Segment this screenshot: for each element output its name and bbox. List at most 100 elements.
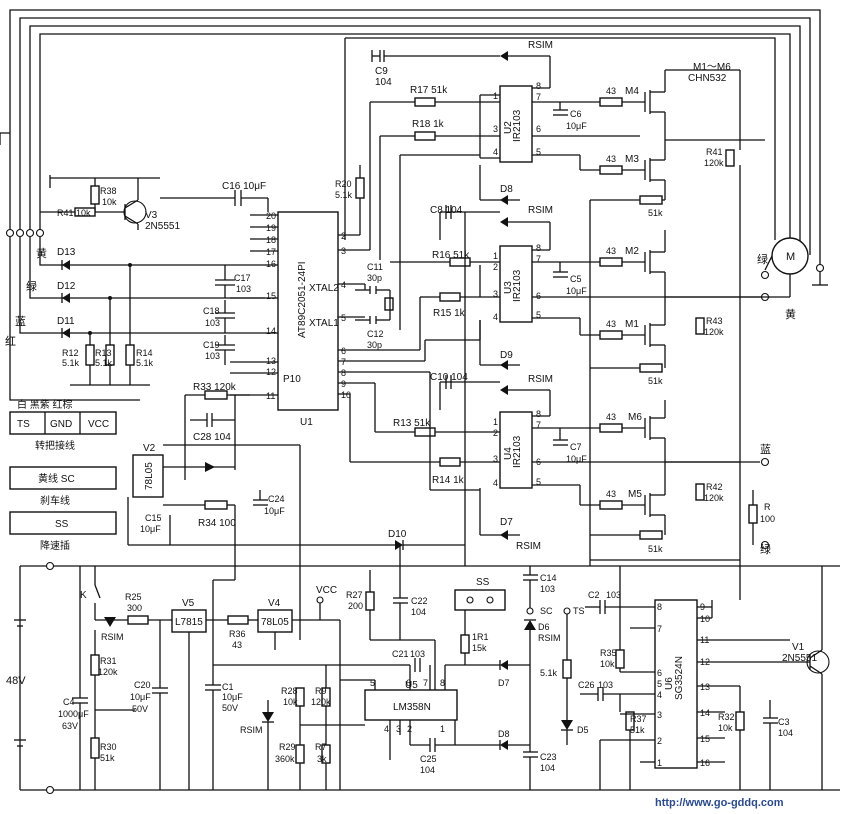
r14b-value: 5.1k <box>136 358 154 368</box>
gate-r-m3: 43 <box>606 154 616 164</box>
u1-pin16: 16 <box>266 259 276 269</box>
c1-label: C1 <box>222 682 234 692</box>
r1-label: 1R1 <box>472 632 489 642</box>
gate-r-m4: 43 <box>606 86 616 96</box>
u6-pin13: 13 <box>700 682 710 692</box>
r28-label: R28 <box>281 686 298 696</box>
d13-label: D13 <box>57 247 76 258</box>
u4-ref: U4 <box>503 447 514 460</box>
r51k-m5: 51k <box>648 544 663 554</box>
rsim-low: RSIM <box>528 374 553 385</box>
m2-label: M2 <box>625 246 639 257</box>
c24-value: 10μF <box>264 506 285 516</box>
u6-pin8: 8 <box>657 602 662 612</box>
u6-pin14: 14 <box>700 708 710 718</box>
driver-u2: IR2103 U2 1 3 4 8 7 6 5 R17 51k R18 1k D… <box>370 81 640 205</box>
r14-label: R14 1k <box>432 475 465 486</box>
u4-pin7: 7 <box>536 420 541 430</box>
c19-value: 103 <box>205 351 220 361</box>
brake-box: 黄线 SC <box>38 472 75 485</box>
u4-pin1: 1 <box>493 417 498 427</box>
handle-top-labels: 白 黑紫 红棕 <box>17 398 73 411</box>
d5-label: D5 <box>577 725 589 735</box>
r27-label: R27 <box>346 590 363 600</box>
c3-value: 104 <box>778 728 793 738</box>
c20-label: C20 <box>134 680 151 690</box>
u2-pin5: 5 <box>536 147 541 157</box>
c4-label: C4 <box>63 697 75 707</box>
v1-transistor: V1 2N5551 <box>782 566 830 790</box>
u6-pwm: SG3524N U6 8 7 6 5 4 3 2 1 9 10 11 12 13… <box>578 566 810 790</box>
c23-label: C23 <box>540 752 557 762</box>
u6-pin1: 1 <box>657 758 662 768</box>
u1-pin14: 14 <box>266 326 276 336</box>
r-label: R <box>764 502 771 512</box>
r15-label: R15 1k <box>433 308 466 319</box>
r41a-label: R41 10k <box>57 208 91 218</box>
d12-label: D12 <box>57 281 76 292</box>
c18-label: C18 <box>203 306 220 316</box>
r7-value: 3k <box>317 754 327 764</box>
u1-pin2: 2 <box>341 231 346 241</box>
mosfets-part: CHN532 <box>688 73 727 84</box>
c7-value: 10μF <box>566 454 587 464</box>
c10-label: C10 104 <box>430 372 468 383</box>
c12-value: 30p <box>367 340 382 350</box>
v2-ref: V2 <box>143 443 156 454</box>
u3-ref: U3 <box>503 281 514 294</box>
regulators: L7815 V5 R36 43 78L05 V4 VCC C1 10μF 50V… <box>171 579 400 790</box>
c9-value: 104 <box>375 77 392 88</box>
d8-label: D8 <box>500 184 513 195</box>
u1-pin5: 5 <box>341 313 346 323</box>
c21-value: 103 <box>410 649 425 659</box>
u6-pin6: 6 <box>657 668 662 678</box>
r37-label: R37 <box>630 714 647 724</box>
r36-value: 43 <box>232 640 242 650</box>
d10-block: D10 <box>388 529 465 550</box>
c9-label: C9 <box>375 66 388 77</box>
rsim-bottom: RSIM <box>516 541 541 552</box>
u1-pin7: 7 <box>341 357 346 367</box>
u1-pin15: 15 <box>266 291 276 301</box>
c3-label: C3 <box>778 717 790 727</box>
phase-sense-resistors: R41 120k R43 120k R42 120k R 100 <box>695 147 775 524</box>
r25-value: 300 <box>127 603 142 613</box>
c2-label: C2 <box>588 590 600 600</box>
r41-label: R41 <box>706 147 723 157</box>
wire-yellow-label: 黄 <box>36 246 47 260</box>
u1-xtal1: XTAL1 <box>309 318 339 329</box>
c19-label: C19 <box>203 340 220 350</box>
u5-pin8: 8 <box>440 678 445 688</box>
m6-label: M6 <box>628 412 642 423</box>
d6-label: D6 <box>538 622 550 632</box>
r12-value: 5.1k <box>62 358 80 368</box>
u2-ref: U2 <box>503 121 514 134</box>
c20-voltage: 50V <box>132 704 148 714</box>
motor-bus-wires <box>0 9 821 255</box>
c21-label: C21 <box>392 649 409 659</box>
r29-label: R29 <box>279 742 296 752</box>
u6-pin4: 4 <box>657 690 662 700</box>
u1-pin11: 11 <box>266 391 275 401</box>
u6-pin15: 15 <box>700 734 710 744</box>
rsim-ps: RSIM <box>101 632 124 642</box>
v5-part: L7815 <box>175 617 203 628</box>
u6-part: SG3524N <box>674 656 685 700</box>
r43-label: R43 <box>706 316 723 326</box>
r18-label: R18 1k <box>412 119 445 130</box>
u1-pin10: 10 <box>341 390 351 400</box>
u2-pin1: 1 <box>493 91 498 101</box>
r36-label: R36 <box>229 629 246 639</box>
power-supply: 48V C4 1000μF 63V K RSIM R25 300 R31 120… <box>6 561 840 795</box>
v4-ref: V4 <box>268 598 281 609</box>
r9-value: 120k <box>311 697 331 707</box>
r27-c22-block: R27 200 C22 104 <box>346 545 436 690</box>
v5-ref: V5 <box>182 598 195 609</box>
v1-ref: V1 <box>792 642 805 653</box>
rsim-mid: RSIM <box>528 205 553 216</box>
c14-value: 103 <box>540 584 555 594</box>
motor-green: 绿 <box>757 252 768 266</box>
r34-label: R34 100 <box>198 518 236 529</box>
u3-pin3: 3 <box>493 289 498 299</box>
c5-label: C5 <box>570 274 582 284</box>
